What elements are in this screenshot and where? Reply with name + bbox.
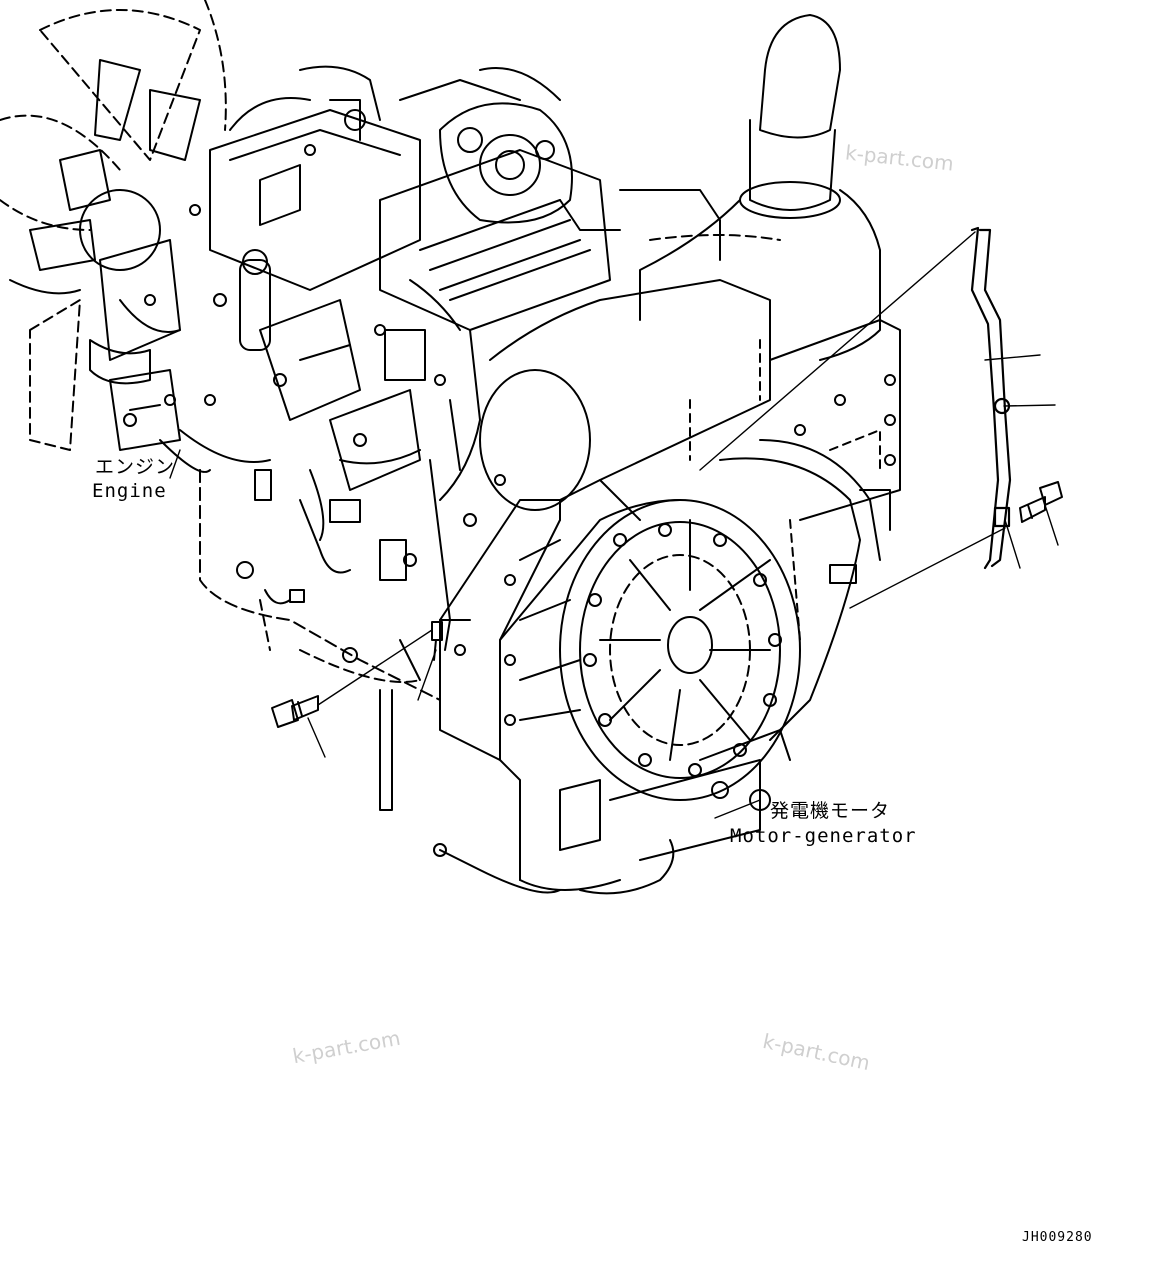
engine-label-jp: エンジン [95,456,176,478]
leader-lines [169,231,1059,819]
motor-label-en: Motor-generator [730,825,917,847]
engine-block [89,65,611,701]
engine-label-en: Engine [92,480,167,502]
cooling-fan [0,0,227,451]
muffler [479,14,881,521]
pipe-part [970,226,1012,570]
motor-label-jp: 発電機モータ [770,800,891,822]
drawing-code: JH009280 [1022,1230,1093,1245]
bolt-left [271,695,319,728]
bolt-right [1019,481,1063,523]
generator-housing [379,319,901,895]
